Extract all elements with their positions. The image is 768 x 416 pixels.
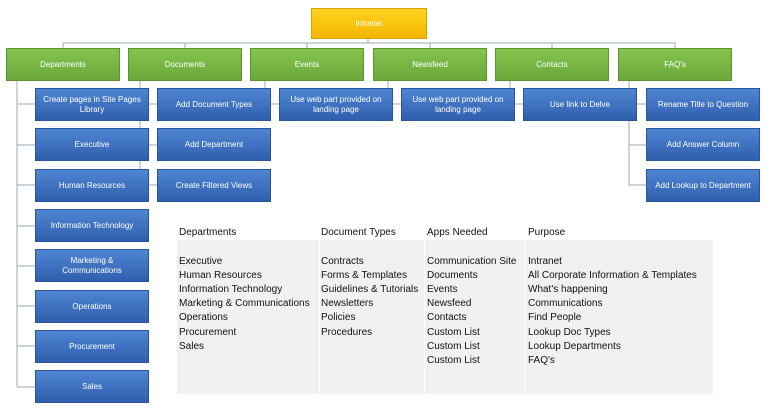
cell-department: Marketing & Communications (179, 298, 310, 309)
cell-purpose: Lookup Doc Types (528, 327, 611, 338)
cell-document-type: Forms & Templates (321, 270, 407, 281)
docs-add-department: Add Department (157, 128, 271, 161)
dept-marketing-communications: Marketing & Communications (35, 249, 149, 282)
cell-app-needed: Documents (427, 270, 478, 281)
cell-purpose: All Corporate Information & Templates (528, 270, 697, 281)
table-header-row (177, 226, 713, 240)
header-document-types: Document Types (321, 227, 396, 238)
table-row (177, 366, 713, 380)
cell-department: Executive (179, 256, 223, 267)
cell-app-needed: Communication Site (427, 256, 517, 267)
dept-executive: Executive (35, 128, 149, 161)
table-row (177, 240, 713, 254)
cell-purpose: What's happening (528, 284, 608, 295)
table-row (177, 296, 713, 310)
dept-sales: Sales (35, 370, 149, 403)
contacts-link-delve: Use link to Delve (523, 88, 637, 121)
table-row (177, 338, 713, 352)
table-row (177, 380, 713, 394)
docs-create-filtered-views: Create Filtered Views (157, 169, 271, 202)
cell-app-needed: Events (427, 284, 458, 295)
header-purpose: Purpose (528, 227, 566, 238)
cell-app-needed: Custom List (427, 355, 480, 366)
dept-procurement: Procurement (35, 330, 149, 363)
table-row (177, 310, 713, 324)
column-divider (424, 226, 425, 396)
table-row (177, 352, 713, 366)
cell-purpose: FAQ's (528, 355, 555, 366)
cell-document-type: Contracts (321, 256, 364, 267)
cell-document-type: Policies (321, 312, 356, 323)
category-documents: Documents (128, 48, 242, 81)
cell-purpose: Lookup Departments (528, 341, 621, 352)
planning-table: Departments Document Types Apps Needed P… (177, 226, 713, 396)
cell-department: Operations (179, 312, 228, 323)
table-row (177, 254, 713, 268)
cell-app-needed: Newsfeed (427, 298, 472, 309)
category-events: Events (250, 48, 364, 81)
events-web-part: Use web part provided on landing page (279, 88, 393, 121)
cell-purpose: Find People (528, 312, 582, 323)
cell-purpose: Communications (528, 298, 603, 309)
cell-document-type: Guidelines & Tutorials (321, 284, 419, 295)
root-node-intranet: Intranet (311, 8, 427, 39)
header-departments: Departments (179, 227, 237, 238)
category-contacts: Contacts (495, 48, 609, 81)
cell-department: Human Resources (179, 270, 262, 281)
newsfeed-web-part: Use web part provided on landing page (401, 88, 515, 121)
docs-add-document-types: Add Document Types (157, 88, 271, 121)
category-departments: Departments (6, 48, 120, 81)
category-faqs: FAQ's (618, 48, 732, 81)
cell-department: Information Technology (179, 284, 283, 295)
dept-human-resources: Human Resources (35, 169, 149, 202)
category-newsfeed: Newsfeed (373, 48, 487, 81)
faqs-rename-title: Rename Title to Question (646, 88, 760, 121)
cell-app-needed: Custom List (427, 327, 480, 338)
column-divider (319, 226, 320, 396)
cell-app-needed: Custom List (427, 341, 480, 352)
cell-app-needed: Contacts (427, 312, 467, 323)
cell-document-type: Procedures (321, 327, 373, 338)
dept-create-pages: Create pages in Site Pages Library (35, 88, 149, 121)
table-row (177, 282, 713, 296)
faqs-add-lookup-department: Add Lookup to Department (646, 169, 760, 202)
cell-department: Procurement (179, 327, 237, 338)
header-apps-needed: Apps Needed (427, 227, 488, 238)
dept-information-technology: Information Technology (35, 209, 149, 242)
faqs-add-answer-column: Add Answer Column (646, 128, 760, 161)
cell-department: Sales (179, 341, 205, 352)
cell-document-type: Newsletters (321, 298, 374, 309)
table-row (177, 324, 713, 338)
cell-purpose: Intranet (528, 256, 562, 267)
table-row (177, 268, 713, 282)
dept-operations: Operations (35, 290, 149, 323)
column-divider (525, 226, 526, 396)
